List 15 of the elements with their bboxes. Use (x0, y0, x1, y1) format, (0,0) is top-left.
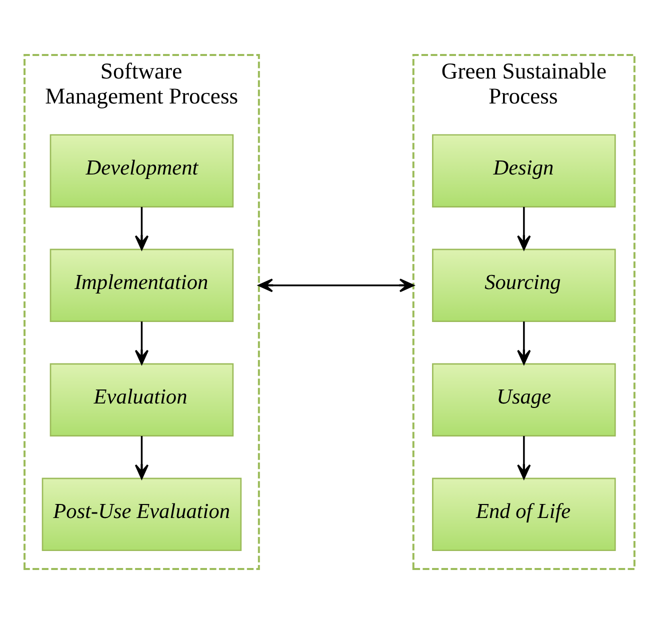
node-box: Evaluation (50, 362, 234, 436)
node-box: Implementation (50, 248, 234, 322)
node-box: Sourcing (432, 248, 616, 322)
node-box: Design (432, 134, 616, 207)
arrow (517, 206, 531, 250)
arrow (134, 320, 149, 364)
node-box: End of Life (432, 477, 616, 551)
arrow (134, 206, 149, 250)
node-box: Post-Use Evaluation (42, 477, 242, 551)
arrow (258, 278, 414, 292)
node-box: Usage (432, 362, 616, 436)
node-box: Development (50, 134, 234, 207)
arrow (134, 436, 149, 479)
arrow (517, 320, 531, 364)
arrow (517, 436, 531, 479)
